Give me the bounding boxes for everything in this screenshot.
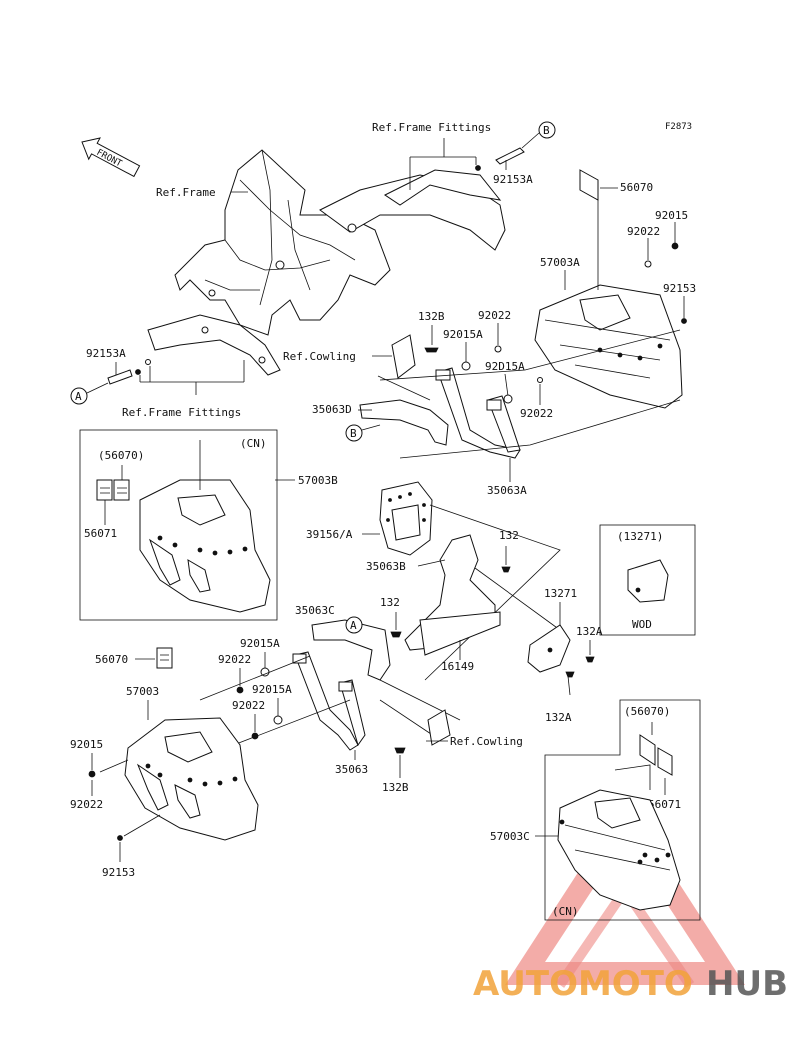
callout-a-left-label: A	[75, 390, 82, 403]
frame-fitting-left	[147, 314, 281, 376]
part-92022-lower2: 92022	[232, 699, 265, 712]
part-132A-right: 132A	[576, 625, 603, 638]
label-56070-top	[579, 169, 599, 201]
part-57003B: 57003B	[298, 474, 338, 487]
part-39156A: 39156/A	[306, 528, 353, 541]
part-16149: 16149	[441, 660, 474, 673]
part-92022-upper-r: 92022	[520, 407, 553, 420]
part-56070-top: 56070	[620, 181, 653, 194]
part-92022-top: 92022	[627, 225, 660, 238]
part-56070-cn: (56070)	[98, 449, 144, 462]
part-92022-left: 92022	[70, 798, 103, 811]
cowling-bracket-lower	[427, 709, 451, 746]
callout-b-top-label: B	[543, 124, 550, 137]
cn-box-left-label: (CN)	[240, 437, 267, 450]
ref-cowling-upper: Ref.Cowling	[283, 350, 356, 363]
label-56070-a	[113, 479, 130, 501]
part-56071-right: 56071	[648, 798, 681, 811]
part-92022-lower1: 92022	[218, 653, 251, 666]
part-92015-top: 92015	[655, 209, 688, 222]
plate-16149	[419, 611, 501, 656]
bracket-35063A	[435, 367, 521, 459]
part-92015-left: 92015	[70, 738, 103, 751]
part-13271: 13271	[544, 587, 577, 600]
part-56071-left: 56071	[84, 527, 117, 540]
part-92015A-lower1: 92015A	[240, 637, 280, 650]
part-92153-top: 92153	[663, 282, 696, 295]
saddlebag-57003A	[534, 284, 683, 409]
backrest-pad-39156A	[379, 481, 433, 556]
part-92022-mid: 92022	[478, 309, 511, 322]
wod-label: WOD	[632, 618, 652, 631]
ref-cowling-lower: Ref.Cowling	[450, 735, 523, 748]
part-132A-bottom: 132A	[545, 711, 572, 724]
label-56071-b	[657, 747, 673, 776]
part-92015A-lower2: 92015A	[252, 683, 292, 696]
front-arrow-icon: FRONT	[81, 137, 141, 178]
cowling-bracket-upper	[391, 334, 416, 379]
part-35063A: 35063A	[487, 484, 527, 497]
cn-box-right-label: (CN)	[552, 905, 579, 918]
part-35063: 35063	[335, 763, 368, 776]
callout-b-mid-label: B	[350, 427, 357, 440]
label-56070-b	[639, 734, 656, 766]
callout-a-mid-label: A	[350, 619, 357, 632]
watermark-text-right: HUB	[706, 964, 788, 1004]
part-56070-lower: 56070	[95, 653, 128, 666]
ref-frame-fittings-left: Ref.Frame Fittings	[122, 406, 241, 419]
callout-a-left	[70, 387, 88, 405]
watermark-text-left: AUTOMOTO	[473, 964, 693, 1004]
part-35063B: 35063B	[366, 560, 406, 573]
label-56071-a	[96, 479, 113, 501]
cn-box-left	[79, 429, 278, 621]
diagram-code: F2873	[665, 122, 692, 132]
part-132-left: 132	[380, 596, 400, 609]
part-92153A-left: 92153A	[86, 347, 126, 360]
wod-plate	[627, 559, 669, 603]
part-132B-upper: 132B	[418, 310, 445, 323]
label-56070-lower	[156, 647, 173, 669]
cn-box-right	[544, 699, 701, 921]
saddlebag-57003	[124, 717, 259, 841]
ref-frame-fittings-top: Ref.Frame Fittings	[372, 121, 491, 134]
saddlebag-57003B	[139, 479, 271, 613]
plate-13271	[527, 624, 571, 673]
callout-b-top	[538, 121, 556, 139]
part-132B-lower: 132B	[382, 781, 409, 794]
part-92015A-upper: 92015A	[443, 328, 483, 341]
wod-part-label: (13271)	[617, 530, 663, 543]
part-56070-cn2: (56070)	[624, 705, 670, 718]
frame-drawing	[174, 149, 506, 336]
part-92153A-top: 92153A	[493, 173, 533, 186]
callout-a-mid	[345, 616, 363, 634]
ref-frame: Ref.Frame	[156, 186, 216, 199]
part-35063C: 35063C	[295, 604, 335, 617]
part-57003: 57003	[126, 685, 159, 698]
part-35063D: 35063D	[312, 403, 352, 416]
bracket-35063	[292, 651, 366, 751]
part-57003C: 57003C	[490, 830, 530, 843]
wod-box	[599, 524, 696, 636]
saddlebag-57003C	[557, 789, 681, 911]
part-57003A: 57003A	[540, 256, 580, 269]
part-92153-bottom: 92153	[102, 866, 135, 879]
bracket-35063C	[311, 619, 391, 681]
bracket-35063D	[359, 399, 449, 446]
part-132-right: 132	[499, 529, 519, 542]
callout-b-mid	[345, 424, 363, 442]
part-92D15A: 92D15A	[485, 360, 525, 373]
